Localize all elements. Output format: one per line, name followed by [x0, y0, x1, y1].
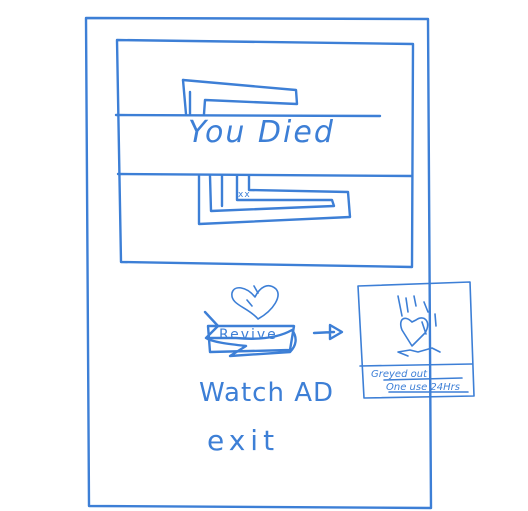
revive-badge — [203, 285, 297, 358]
heart-icon — [231, 285, 279, 320]
phone-frame — [84, 16, 433, 510]
ad-card-note-greyed: Greyed out — [371, 369, 427, 380]
death-banner — [114, 113, 414, 178]
arrow-right-icon — [312, 323, 344, 341]
screen-title: You Died — [188, 115, 335, 150]
broken-heart-icon — [397, 317, 441, 357]
watch-ad-button[interactable]: Watch AD — [199, 378, 335, 408]
banner-ribbon-icon — [203, 310, 297, 358]
maze-marker-label: xx — [238, 190, 251, 200]
exit-button[interactable]: exit — [207, 424, 280, 457]
revive-button[interactable] — [205, 284, 300, 358]
revive-label: Revive — [219, 327, 278, 343]
ad-card-note-limit: One use 24Hrs — [386, 382, 460, 393]
game-view-panel — [115, 38, 415, 269]
maze-drawing — [181, 78, 352, 226]
greyed-ad-card — [357, 281, 475, 399]
